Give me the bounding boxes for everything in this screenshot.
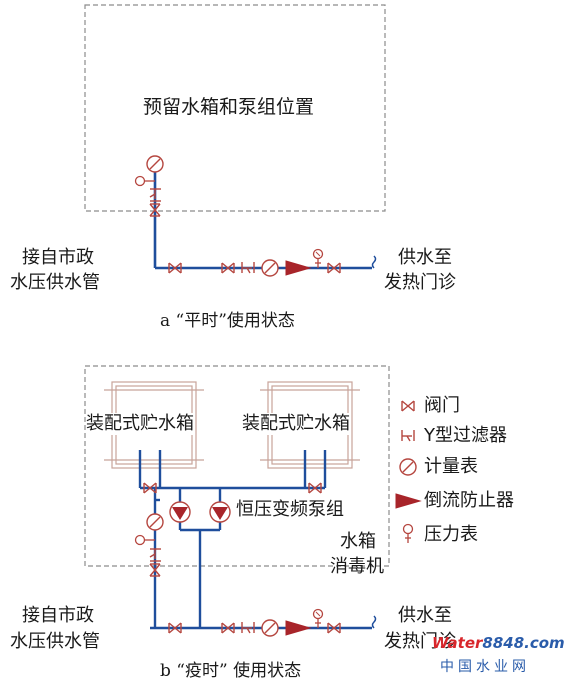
pressure-gauge-icon xyxy=(134,534,155,546)
pressure-gauge-icon xyxy=(312,248,324,269)
watermark-brand-suffix: 8848.com xyxy=(482,634,565,652)
disinfector-label-line2: 消毒机 xyxy=(330,556,384,577)
panel-a-pipes xyxy=(153,166,372,270)
supply-from-label-line2: 水压供水管 xyxy=(10,631,100,652)
caption-b: b “疫时” 使用状态 xyxy=(160,661,302,681)
caption-a: a “平时”使用状态 xyxy=(160,311,295,331)
legend-label-backflow-preventer: 倒流防止器 xyxy=(424,490,514,511)
y-strainer-icon xyxy=(401,429,415,442)
supply-from-label-line1: 接自市政 xyxy=(22,605,94,626)
watermark-logo: Water8848.com xyxy=(432,634,565,652)
watermark-brand-prefix: Water xyxy=(432,634,483,652)
pipe-end-icon xyxy=(371,615,377,629)
pump-room-frame xyxy=(84,365,390,567)
tank-left-label: 装配式贮水箱 xyxy=(86,413,194,435)
supply-to-label-line1: 供水至 xyxy=(398,605,452,626)
pump-icon xyxy=(209,501,231,523)
legend-label-pressure-gauge: 压力表 xyxy=(424,524,478,545)
tank-right-label: 装配式贮水箱 xyxy=(242,413,350,435)
legend-label-valve: 阀门 xyxy=(424,395,460,416)
disinfector-label-line1: 水箱 xyxy=(340,531,376,552)
supply-to-label-line2: 发热门诊 xyxy=(384,631,456,652)
pressure-gauge-icon xyxy=(312,608,324,629)
meter-icon xyxy=(261,619,279,637)
watermark-cn: 中国水业网 xyxy=(440,659,530,675)
backflow-preventer-icon xyxy=(285,260,311,276)
meter-icon xyxy=(146,513,164,531)
pipe-end-icon xyxy=(371,255,377,269)
panel-b-pipes xyxy=(138,450,372,630)
pressure-gauge-icon xyxy=(134,175,155,187)
backflow-preventer-icon xyxy=(285,620,311,636)
supply-from-label-line1: 接自市政 xyxy=(22,247,94,268)
reserved-area-frame xyxy=(84,4,386,212)
legend-label-meter: 计量表 xyxy=(424,456,478,477)
meter-icon xyxy=(399,458,417,476)
legend-icons xyxy=(395,400,421,543)
reserved-area-label: 预留水箱和泵组位置 xyxy=(143,96,315,118)
pressure-gauge-icon xyxy=(402,523,414,543)
meter-icon xyxy=(261,259,279,277)
valve-icon xyxy=(401,400,415,412)
legend-label-y-strainer: Y型过滤器 xyxy=(424,425,507,446)
pump-icon xyxy=(169,501,191,523)
supply-to-label-line2: 发热门诊 xyxy=(384,272,456,293)
supply-to-label-line1: 供水至 xyxy=(398,247,452,268)
meter-icon xyxy=(146,155,164,173)
pump-label: 恒压变频泵组 xyxy=(236,499,344,520)
backflow-preventer-icon xyxy=(395,493,421,509)
supply-from-label-line2: 水压供水管 xyxy=(10,272,100,293)
